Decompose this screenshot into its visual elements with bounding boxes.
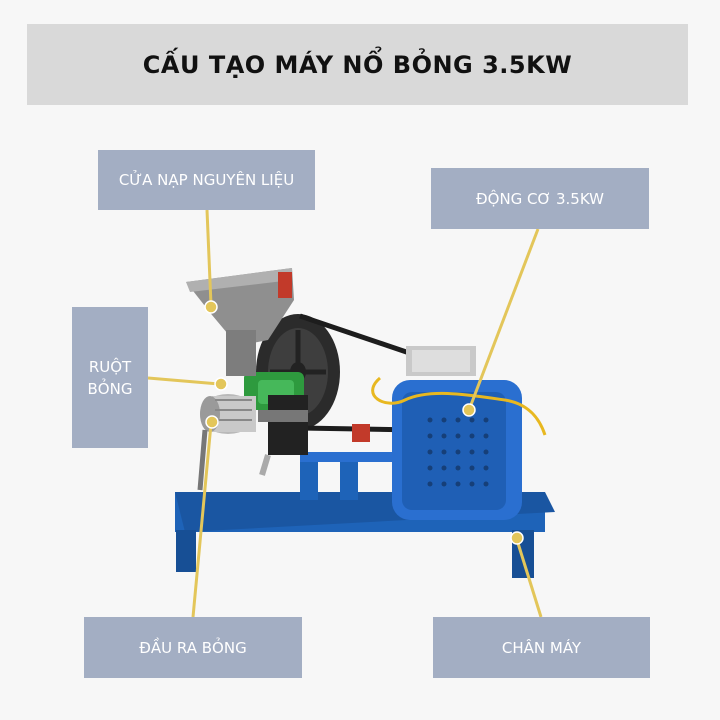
label-barrel: RUỘT BỎNG	[72, 307, 148, 448]
label-hopper-text: CỬA NẠP NGUYÊN LIỆU	[118, 171, 295, 189]
leader-dots	[204, 300, 524, 545]
label-motor-text: ĐỘNG CƠ 3.5KW	[476, 189, 604, 208]
power-cable	[371, 376, 547, 436]
label-motor: ĐỘNG CƠ 3.5KW	[431, 168, 649, 229]
label-stand-text: CHÂN MÁY	[501, 638, 582, 657]
hopper	[186, 268, 294, 376]
label-outlet-text: ĐẦU RA BỎNG	[139, 638, 247, 657]
label-outlet: ĐẦU RA BỎNG	[84, 617, 302, 678]
label-hopper: CỬA NẠP NGUYÊN LIỆU	[98, 150, 315, 210]
leader-lines	[147, 209, 543, 618]
label-stand: CHÂN MÁY	[433, 617, 650, 678]
extruder-barrel	[244, 372, 308, 476]
electric-motor	[352, 346, 522, 520]
title-bar: CẤU TẠO MÁY NỔ BỎNG 3.5KW	[27, 24, 688, 105]
label-barrel-text: RUỘT BỎNG	[87, 357, 133, 398]
page-title: CẤU TẠO MÁY NỔ BỎNG 3.5KW	[142, 50, 573, 79]
